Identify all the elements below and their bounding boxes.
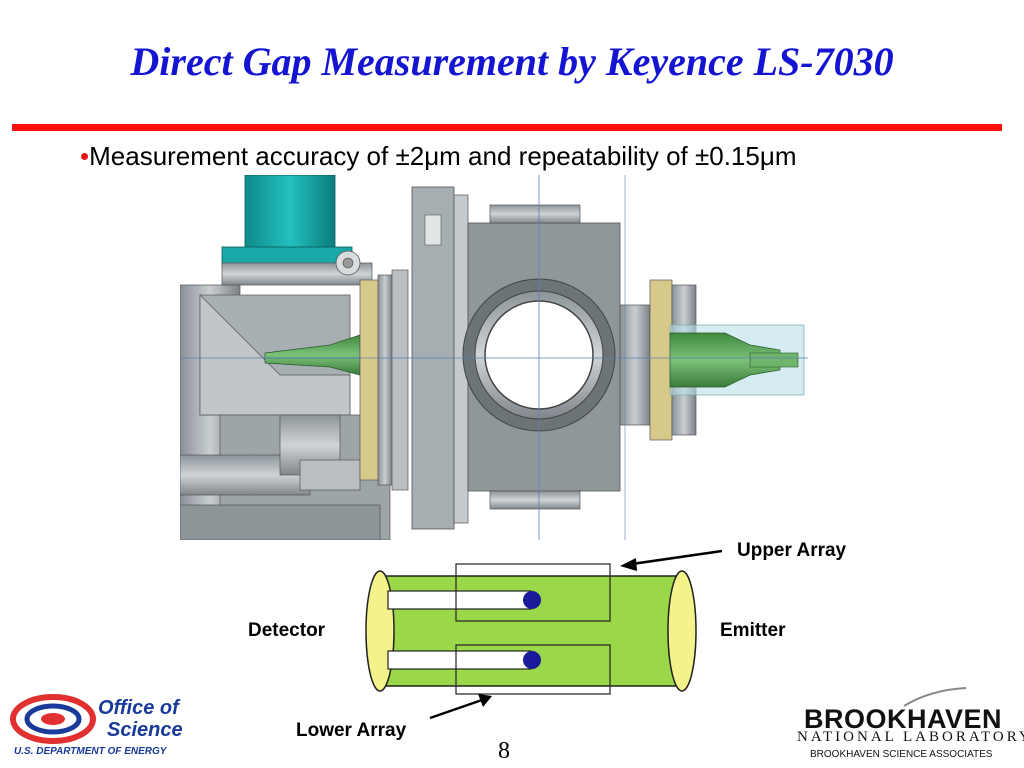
bullet-marker: •	[80, 141, 90, 171]
emitter-label: Emitter	[720, 620, 786, 641]
title-divider	[12, 124, 1002, 131]
detector-end-cap	[365, 570, 395, 692]
bnl-associates: BROOKHAVEN SCIENCE ASSOCIATES	[810, 749, 993, 760]
upper-beam-dot	[523, 591, 541, 609]
detector-label: Detector	[248, 620, 326, 641]
bullet-text: Measurement accuracy of ±2μm and repeata…	[89, 141, 797, 171]
bnl-logo-subtitle: NATIONAL LABORATORY	[797, 729, 1024, 745]
doe-logo-line2: Science	[107, 719, 183, 741]
doe-department: U.S. DEPARTMENT OF ENERGY	[14, 746, 167, 757]
doe-logo-line1: Office of	[98, 697, 179, 719]
page-number: 8	[498, 738, 510, 764]
bullet-item: •Measurement accuracy of ±2μm and repeat…	[80, 141, 797, 172]
lower-beam	[387, 650, 532, 670]
upper-array-box	[455, 563, 611, 622]
upper-array-label: Upper Array	[737, 540, 847, 561]
slide-title: Direct Gap Measurement by Keyence LS-703…	[130, 39, 894, 84]
lower-beam-dot	[523, 651, 541, 669]
lower-array-arrow	[429, 698, 483, 720]
lower-array-box	[455, 644, 611, 695]
upper-array-arrow	[631, 549, 723, 566]
lower-array-label: Lower Array	[296, 720, 407, 741]
doe-logo-icon	[10, 694, 96, 744]
apparatus-cad-image	[180, 175, 808, 540]
bnl-logo-name: BROOKHAVEN	[804, 704, 1003, 734]
bnl-swoosh-icon	[903, 687, 967, 707]
emitter-end-cap	[667, 570, 697, 692]
upper-beam	[387, 590, 532, 610]
